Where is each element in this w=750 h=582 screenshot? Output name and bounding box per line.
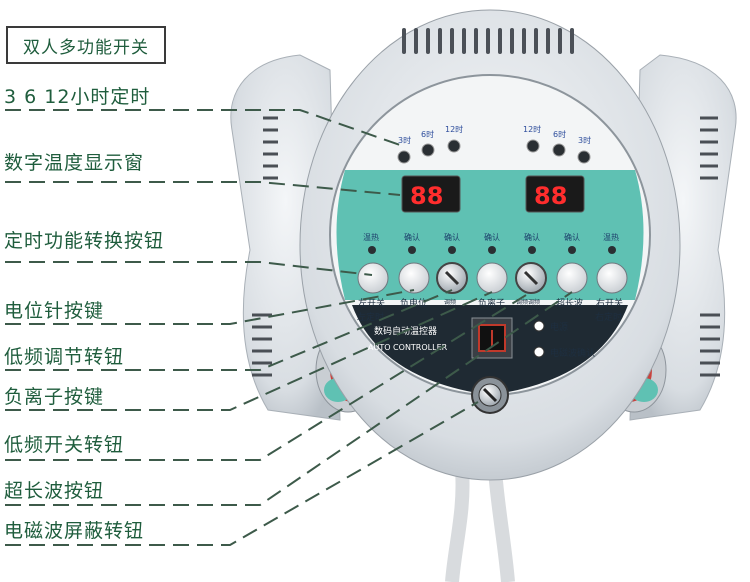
svg-text:确认: 确认 — [484, 232, 500, 242]
label-ultra-long: 超长波 — [556, 297, 583, 309]
label-neg-ion: 负离子 — [478, 297, 505, 309]
label-knob-right: 调频调频 — [516, 298, 540, 306]
timer-right-12: 12时 — [523, 124, 541, 134]
display-left: 88 — [401, 175, 461, 213]
right-switch-button[interactable] — [596, 262, 628, 294]
left-vents — [252, 116, 278, 377]
svg-text:温热: 温热 — [603, 232, 619, 242]
callout-timer: 3 6 12小时定时 — [4, 86, 151, 108]
power-rocker-switch[interactable] — [471, 317, 513, 359]
timer-left-3: 3时 — [398, 135, 411, 145]
top-grille — [402, 28, 574, 54]
timer-leds-left: 3时 6时 12时 — [397, 124, 463, 164]
label-left-timer: 左定时 — [357, 311, 384, 323]
timer-left-12: 12时 — [445, 124, 463, 134]
svg-text:88: 88 — [410, 182, 443, 210]
svg-text:温热: 温热 — [363, 232, 379, 242]
model-en: AUTO CONTROLLER — [368, 343, 448, 352]
callout-low-freq-switch: 低频开关转钮 — [4, 434, 125, 456]
label-right-switch: 右开关 — [596, 297, 623, 309]
feature-title: 双人多功能开关 — [6, 26, 166, 64]
svg-text:电源: 电源 — [550, 321, 568, 333]
timer-leds-right: 12时 6时 3时 — [523, 124, 591, 164]
em-confirm-indicator: 电磁波确认 — [533, 346, 595, 359]
callout-timer-switch: 定时功能转换按钮 — [4, 230, 165, 252]
label-right-timer: 右定时 — [595, 311, 622, 323]
callout-temp-display: 数字温度显示窗 — [4, 152, 145, 174]
timer-right-3: 3时 — [578, 135, 591, 145]
low-freq-knob-right[interactable] — [515, 262, 547, 294]
callout-neg-ion: 负离子按键 — [4, 386, 105, 408]
svg-text:88: 88 — [534, 182, 567, 210]
display-right: 88 — [525, 175, 585, 213]
svg-text:确认: 确认 — [444, 232, 460, 242]
svg-text:确认: 确认 — [524, 232, 540, 242]
timer-right-6: 6时 — [553, 129, 566, 139]
callout-em-shield: 电磁波屏蔽转钮 — [4, 520, 145, 542]
callout-ultra-long: 超长波按钮 — [4, 480, 105, 502]
power-indicator: 电源 — [533, 320, 568, 333]
svg-text:确认: 确认 — [564, 232, 580, 242]
label-potential: 负电位 — [400, 297, 427, 309]
led-row: 温热 确认 确认 确认 确认 确认 温热 — [363, 232, 619, 254]
label-knob-left: 调频 — [444, 298, 456, 306]
right-vents — [700, 116, 720, 377]
left-switch-button[interactable] — [357, 262, 389, 294]
timer-left-6: 6时 — [421, 129, 434, 139]
potential-button[interactable] — [398, 262, 430, 294]
callout-potential: 电位针按键 — [4, 300, 105, 322]
low-freq-knob-left[interactable] — [436, 262, 468, 294]
callout-low-freq-knob: 低频调节转钮 — [4, 346, 125, 368]
em-shield-knob[interactable] — [471, 376, 509, 414]
svg-text:确认: 确认 — [404, 232, 420, 242]
svg-text:电磁波确认: 电磁波确认 — [550, 347, 595, 359]
